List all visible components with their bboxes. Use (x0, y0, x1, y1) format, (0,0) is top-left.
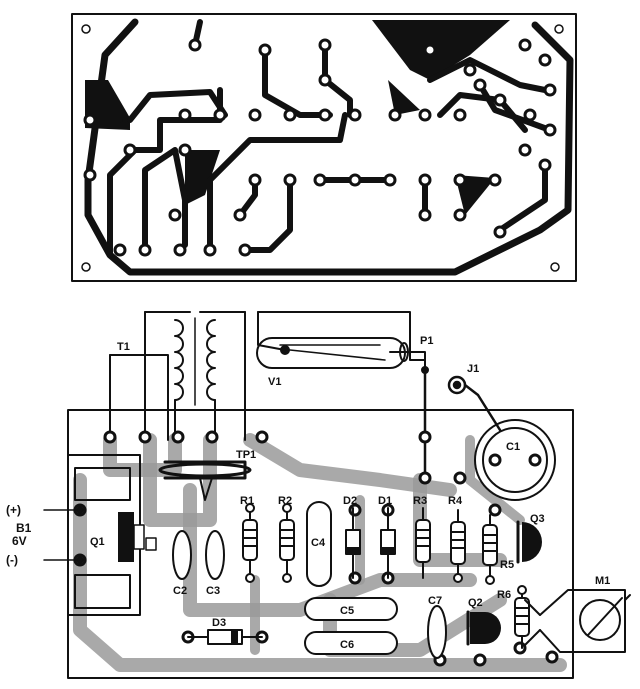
label-c5: C5 (340, 605, 354, 617)
diode-d1 (380, 507, 396, 579)
lamp-v1 (256, 311, 429, 374)
capacitor-c2 (172, 530, 192, 580)
q3-transistor (516, 520, 542, 564)
label-d3: D3 (212, 617, 226, 629)
q2-transistor (466, 610, 501, 646)
diode-d2 (345, 507, 361, 579)
capacitor-c4 (306, 501, 332, 587)
label-plus: (+) (6, 503, 21, 517)
labels: T1 TP1 V1 P1 J1 C1 R1 R2 D2 D1 R3 R4 Q3 … (6, 335, 610, 651)
label-m1: M1 (595, 575, 610, 587)
label-r6: R6 (497, 589, 511, 601)
label-j1: J1 (467, 363, 479, 375)
label-b1-voltage: 6V (12, 534, 27, 548)
label-b1: B1 (16, 521, 32, 535)
capacitor-c7 (427, 605, 447, 659)
label-c1: C1 (506, 441, 520, 453)
label-c2: C2 (173, 585, 187, 597)
label-tp1: TP1 (236, 449, 256, 461)
capacitor-c3 (205, 530, 225, 580)
label-t1: T1 (117, 341, 130, 353)
label-minus: (-) (6, 553, 18, 567)
power-leads (43, 506, 84, 564)
label-c6: C6 (340, 639, 354, 651)
label-r1: R1 (240, 495, 254, 507)
copper-layout (71, 13, 577, 282)
meter-m1 (524, 589, 631, 653)
transformer-t1 (109, 311, 252, 501)
label-q3: Q3 (530, 513, 545, 525)
resistor-r3 (415, 507, 431, 579)
label-q2: Q2 (468, 597, 483, 609)
component-layout (43, 311, 631, 679)
label-r2: R2 (278, 495, 292, 507)
jack-j1 (423, 370, 502, 482)
resistor-r6 (514, 585, 530, 649)
capacitor-c5 (304, 597, 398, 621)
label-c3: C3 (206, 585, 220, 597)
label-r5: R5 (500, 559, 514, 571)
label-c7: C7 (428, 595, 442, 607)
resistor-group (242, 503, 530, 649)
label-v1: V1 (268, 376, 281, 388)
resistor-r2 (279, 503, 295, 583)
copper-shading (73, 433, 567, 672)
q1-transistor (118, 512, 157, 562)
diode-group (187, 507, 396, 645)
bottom-board-outline (67, 409, 574, 679)
label-q1: Q1 (90, 536, 105, 548)
label-r4: R4 (448, 495, 463, 507)
diode-d3 (187, 629, 263, 645)
capacitor-c1 (474, 419, 556, 501)
label-c4: C4 (311, 537, 326, 549)
top-board-outline (71, 13, 577, 282)
capacitor-c6 (304, 631, 398, 655)
resistor-r5 (482, 514, 498, 585)
label-d2: D2 (343, 495, 357, 507)
label-d1: D1 (378, 495, 392, 507)
capacitor-group (172, 501, 447, 659)
label-p1: P1 (420, 335, 433, 347)
label-r3: R3 (413, 495, 427, 507)
resistor-r4 (450, 509, 466, 583)
resistor-r1 (242, 503, 258, 583)
